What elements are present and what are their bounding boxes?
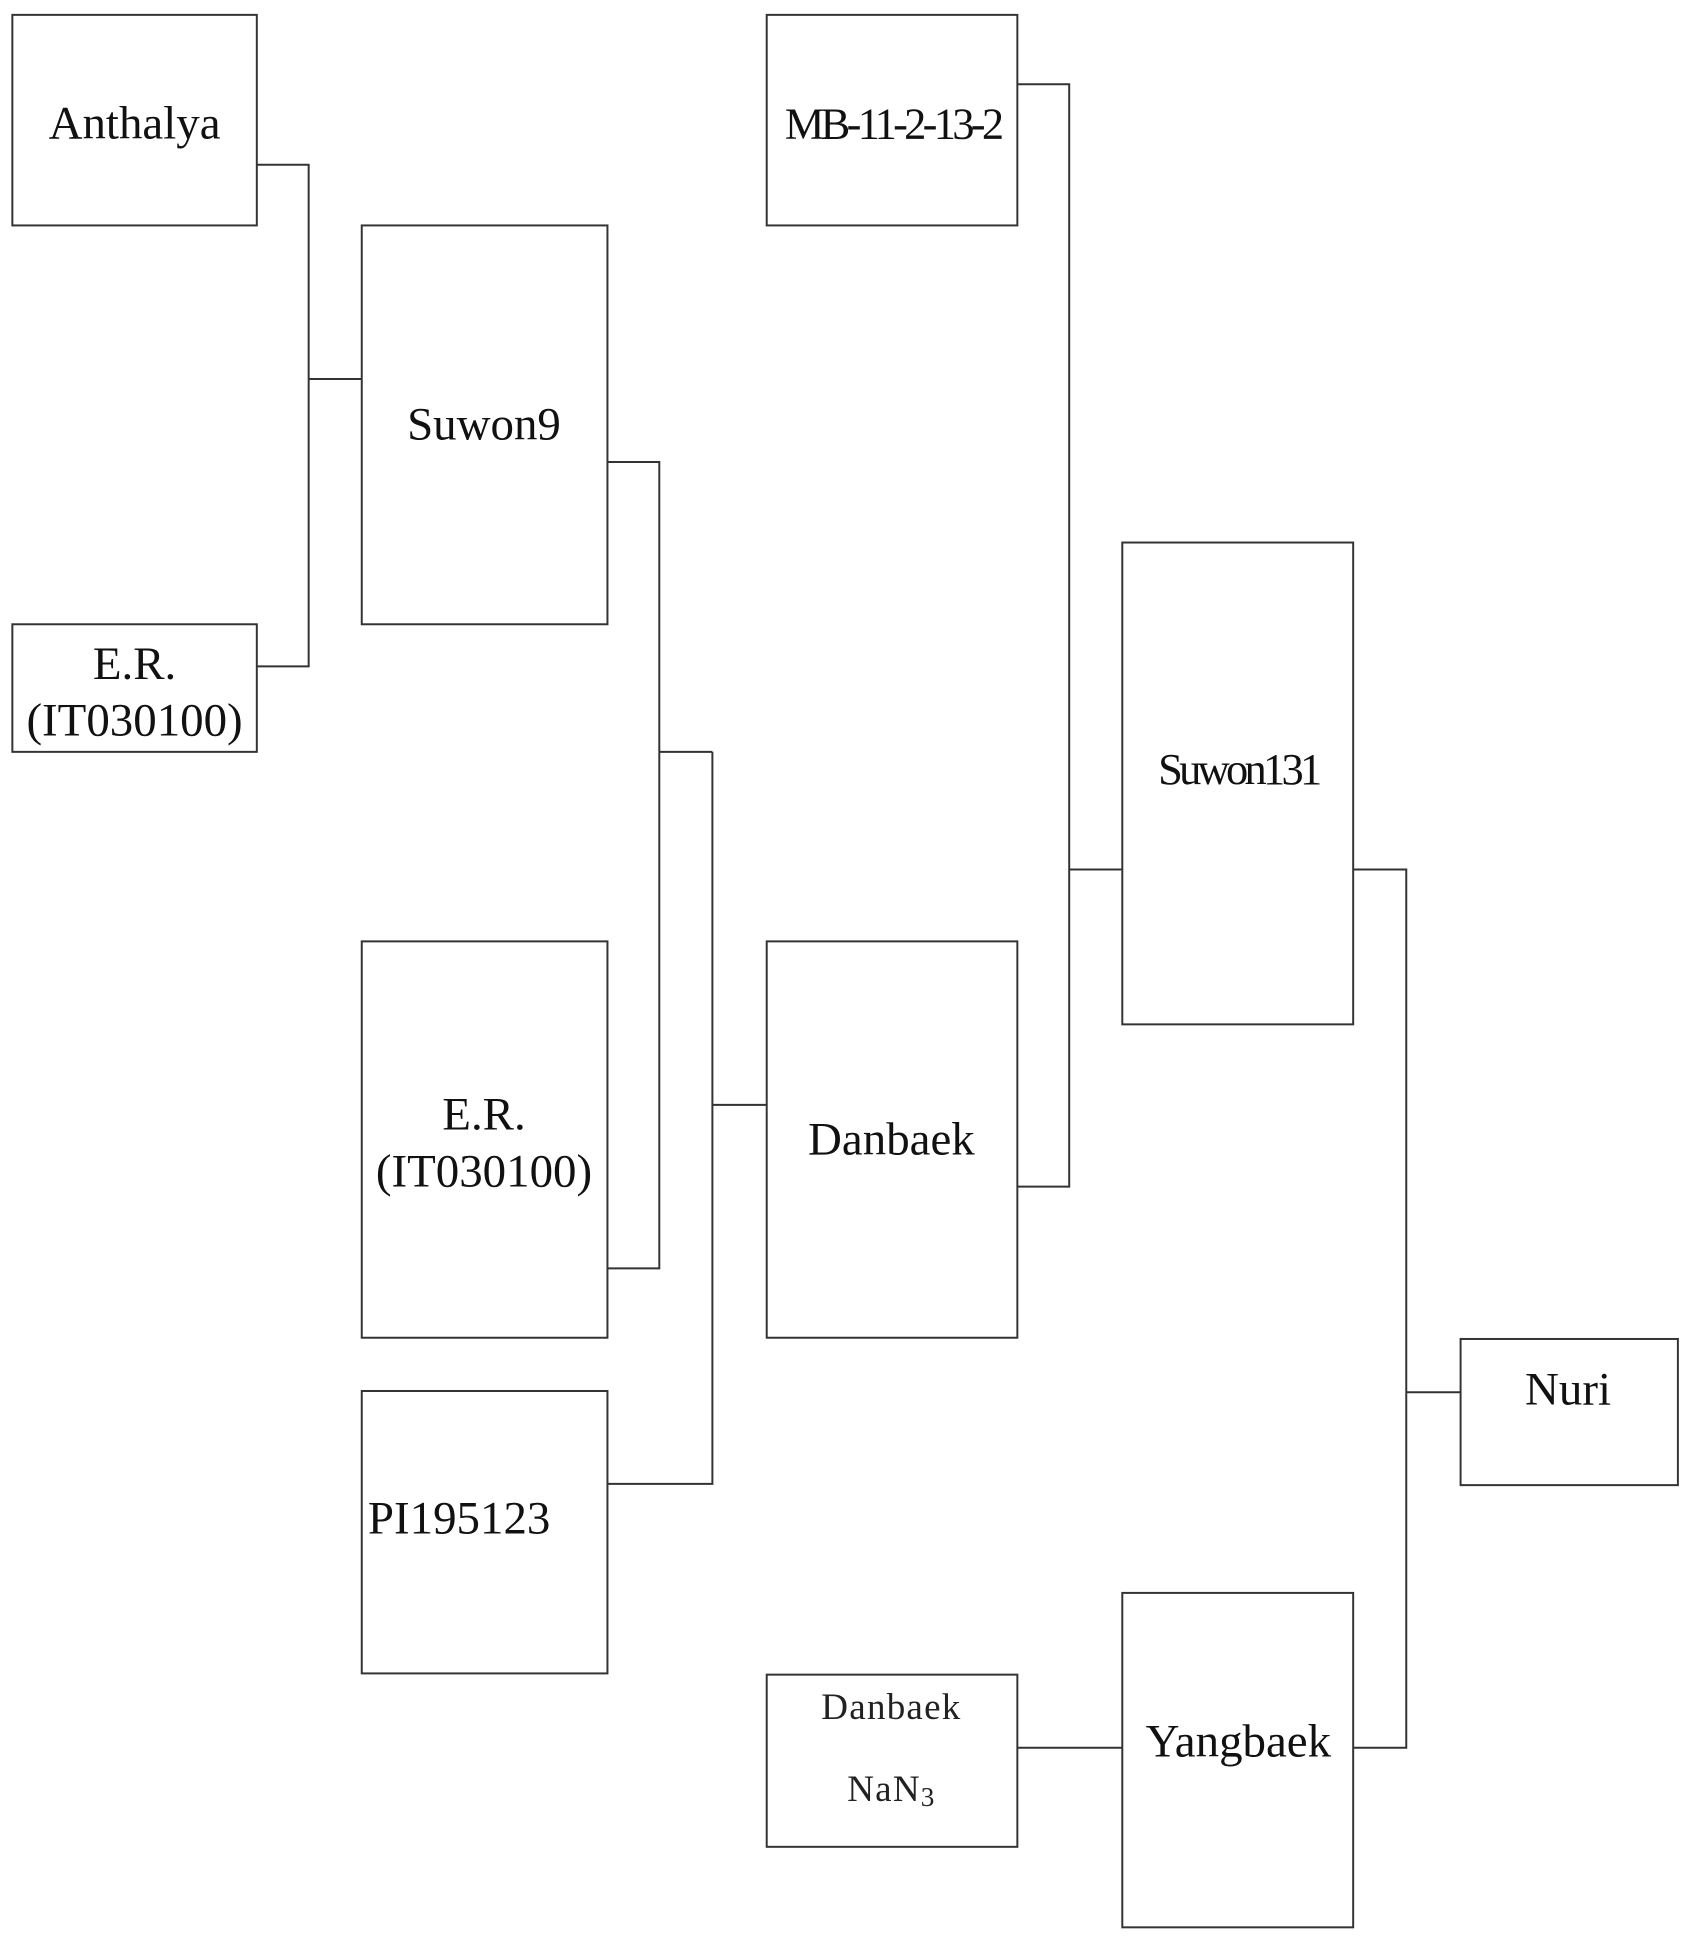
node-suwon9: Suwon9 xyxy=(360,224,609,626)
node-suwon131: Suwon131 xyxy=(1121,541,1355,1026)
node-er-mid: E.R. (IT030100) xyxy=(360,940,609,1339)
connector-mb xyxy=(1017,83,1071,1188)
node-er-mid-line1: E.R. xyxy=(442,1089,525,1141)
node-suwon9-label: Suwon9 xyxy=(407,399,561,451)
node-danbaek: Danbaek xyxy=(765,940,1019,1339)
node-suwon131-label: Suwon131 xyxy=(1158,744,1320,794)
node-pi195123: PI195123 xyxy=(360,1390,609,1675)
node-nuri-label: Nuri xyxy=(1525,1364,1611,1416)
node-yangbaek: Yangbaek xyxy=(1121,1591,1355,1929)
node-er-mid-line2: (IT030100) xyxy=(376,1146,592,1198)
connector-anthalya xyxy=(256,163,310,668)
nan3-subscript: 3 xyxy=(921,1782,936,1812)
node-er-top-line1: E.R. xyxy=(93,638,176,690)
node-anthalya-label: Anthalya xyxy=(49,98,221,150)
node-danbaek-nan3: Danbaek NaN3 xyxy=(765,1673,1019,1848)
node-danbaek-nan3-line1: Danbaek xyxy=(821,1687,961,1728)
node-er-top: E.R. (IT030100) xyxy=(11,623,258,753)
node-danbaek-nan3-line2: NaN3 xyxy=(847,1769,935,1812)
node-mb-11-2-13-2: MB-11-2-13-2 xyxy=(765,13,1019,227)
connector-suwon131 xyxy=(1353,868,1408,1749)
connector-lines xyxy=(256,83,1461,1749)
nan3-base: NaN xyxy=(847,1769,921,1810)
connector-pi195123 xyxy=(607,751,714,1485)
node-pi195123-label: PI195123 xyxy=(368,1492,550,1544)
node-mb-label: MB-11-2-13-2 xyxy=(785,99,1002,149)
node-yangbaek-label: Yangbaek xyxy=(1146,1715,1332,1767)
node-er-top-line2: (IT030100) xyxy=(26,695,242,747)
node-anthalya: Anthalya xyxy=(11,13,258,227)
node-nuri: Nuri xyxy=(1459,1337,1679,1487)
connector-suwon9 xyxy=(607,461,661,1270)
node-danbaek-label: Danbaek xyxy=(808,1113,975,1165)
